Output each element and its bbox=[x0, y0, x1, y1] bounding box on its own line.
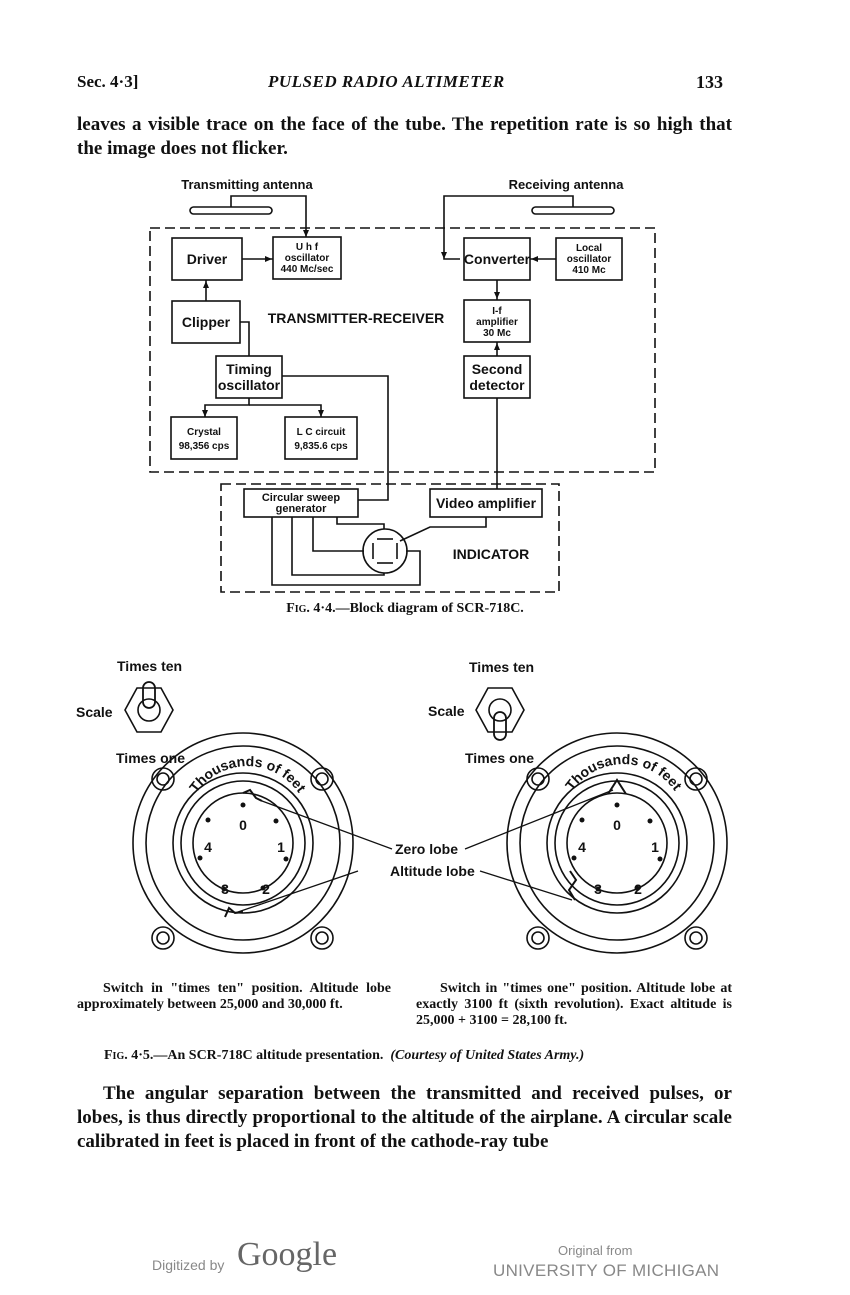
indicator-label: INDICATOR bbox=[453, 546, 529, 562]
rx-antenna-shape bbox=[531, 206, 615, 215]
dial-right-2: 2 bbox=[634, 881, 642, 897]
dial-left-outer bbox=[132, 732, 354, 954]
dial-right-3: 3 bbox=[594, 881, 602, 897]
figure-4-4-text: —Block diagram of SCR-718C. bbox=[335, 601, 524, 616]
crt-tube bbox=[362, 528, 408, 574]
local-osc-line1: Local bbox=[576, 243, 602, 254]
times-ten-right: Times ten bbox=[469, 659, 534, 675]
dial-right-0: 0 bbox=[613, 817, 621, 833]
if-line3: 30 Mc bbox=[483, 328, 511, 339]
dial-left-1: 1 bbox=[277, 839, 285, 855]
altitude-lobe-trace-right bbox=[567, 870, 578, 901]
block-diagram: Transmitting antenna Receiving antenna D… bbox=[149, 177, 656, 593]
right-dial-caption: Switch in "times one" position. Altitude… bbox=[416, 981, 732, 1028]
crystal-line2: 98,356 cps bbox=[179, 441, 230, 452]
dial-right-4: 4 bbox=[578, 839, 586, 855]
lc-line1: L C circuit bbox=[297, 427, 346, 438]
crystal-box bbox=[170, 416, 238, 460]
uhf-osc-box bbox=[272, 236, 342, 280]
local-osc-line2: oscillator bbox=[567, 254, 612, 265]
google-logo: Google bbox=[237, 1236, 338, 1273]
local-osc-line3: 410 Mc bbox=[572, 265, 606, 276]
page-number: 133 bbox=[696, 72, 723, 92]
toggle-switch-right bbox=[475, 687, 525, 733]
uhf-line3: 440 Mc/sec bbox=[281, 264, 334, 275]
left-dial-caption: Switch in "times ten" position. Altitude… bbox=[77, 981, 391, 1012]
digitized-by: Digitized by bbox=[152, 1257, 225, 1273]
figure-4-5-label: Fig. 4·5. bbox=[104, 1048, 154, 1063]
sweep-gen-line1: Circular sweep bbox=[262, 492, 341, 504]
dial-left-3: 3 bbox=[221, 881, 229, 897]
dial-left-4: 4 bbox=[204, 839, 212, 855]
timing-line2: oscillator bbox=[218, 377, 281, 393]
clipper-label: Clipper bbox=[182, 314, 231, 330]
driver-label: Driver bbox=[187, 251, 228, 267]
altitude-presentation-figure: Times ten Scale Times one Times ten Scal… bbox=[76, 658, 728, 954]
lc-line2: 9,835.6 cps bbox=[294, 441, 348, 452]
rx-antenna-label: Receiving antenna bbox=[509, 177, 625, 192]
dial-left-0: 0 bbox=[239, 817, 247, 833]
video-amp-label: Video amplifier bbox=[436, 495, 537, 511]
figure-4-5-credit: (Courtesy of United States Army.) bbox=[390, 1048, 585, 1063]
paragraph-1: leaves a visible trace on the face of th… bbox=[77, 114, 732, 159]
institution: UNIVERSITY OF MICHIGAN bbox=[493, 1261, 720, 1280]
altitude-lobe-trace-left bbox=[224, 906, 244, 918]
scale-right: Scale bbox=[428, 703, 465, 719]
tx-antenna-label: Transmitting antenna bbox=[181, 177, 313, 192]
dial-left-2: 2 bbox=[262, 881, 270, 897]
dial-legend-right: Thousands of feet bbox=[562, 751, 686, 793]
figure-4-4-caption: Fig. 4·4.—Block diagram of SCR-718C. bbox=[0, 601, 810, 617]
crystal-line1: Crystal bbox=[187, 427, 221, 438]
lc-circuit-box bbox=[284, 416, 358, 460]
scale-left: Scale bbox=[76, 704, 113, 720]
second-det-line1: Second bbox=[472, 361, 523, 377]
transmitter-receiver-label: TRANSMITTER-RECEIVER bbox=[268, 310, 445, 326]
timing-line1: Timing bbox=[226, 361, 272, 377]
zero-lobe-trace-right bbox=[607, 778, 627, 795]
paragraph-2: The angular separation between the trans… bbox=[77, 1083, 732, 1152]
tx-antenna-shape bbox=[189, 206, 273, 215]
dial-right-outer bbox=[506, 732, 728, 954]
sweep-gen-box bbox=[243, 488, 359, 518]
bolts bbox=[151, 767, 708, 950]
if-line2: amplifier bbox=[476, 317, 518, 328]
if-line1: I-f bbox=[492, 306, 502, 317]
dial-right-1: 1 bbox=[651, 839, 659, 855]
original-from: Original from bbox=[558, 1243, 633, 1258]
figure-4-5-caption: Fig. 4·5.—An SCR-718C altitude presentat… bbox=[104, 1048, 744, 1064]
uhf-line1: U h f bbox=[296, 242, 319, 253]
figure-4-4-label: Fig. 4·4. bbox=[286, 601, 336, 616]
times-one-left: Times one bbox=[116, 750, 185, 766]
second-det-line2: detector bbox=[469, 377, 525, 393]
converter-label: Converter bbox=[464, 251, 531, 267]
running-title: PULSED RADIO ALTIMETER bbox=[268, 72, 505, 91]
uhf-line2: oscillator bbox=[285, 253, 330, 264]
times-ten-left: Times ten bbox=[117, 658, 182, 674]
altitude-lobe-label: Altitude lobe bbox=[390, 863, 475, 879]
zero-lobe-trace-left bbox=[242, 788, 263, 802]
toggle-switch-left bbox=[124, 687, 174, 733]
sweep-gen-line2: generator bbox=[276, 503, 327, 515]
section-ref: Sec. 4·3] bbox=[77, 72, 139, 91]
figure-4-5-text: —An SCR-718C altitude presentation. bbox=[153, 1048, 384, 1063]
times-one-right: Times one bbox=[465, 750, 534, 766]
zero-lobe-label: Zero lobe bbox=[395, 841, 458, 857]
indicator-enclosure bbox=[220, 483, 560, 593]
